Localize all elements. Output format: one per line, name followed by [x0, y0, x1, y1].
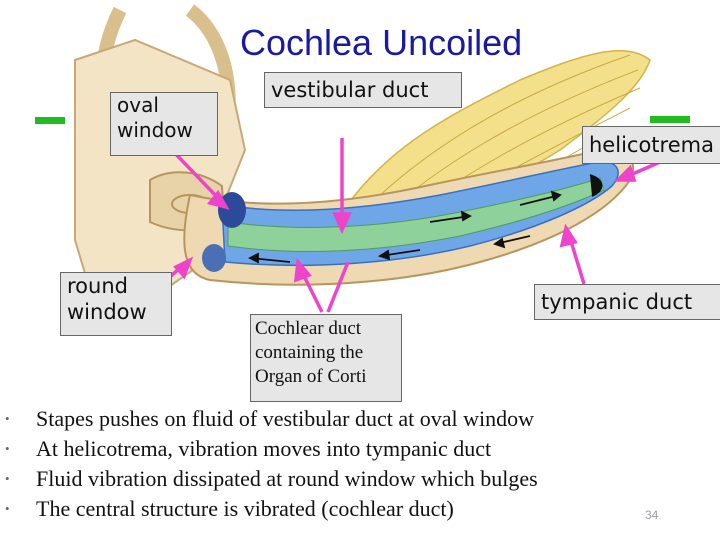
bullet-list: • Stapes pushes on fluid of vestibular d… — [0, 404, 538, 524]
label-vestibular-duct: vestibular duct — [264, 72, 462, 108]
bullet-dot: • — [5, 471, 10, 486]
label-tympanic-duct-text: tympanic duct — [541, 290, 693, 314]
flow-arrows — [247, 174, 603, 264]
oval-window-membrane — [218, 192, 246, 228]
label-cochlear-duct: Cochlear duct containing the Organ of Co… — [250, 314, 402, 402]
label-vestibular-duct-text: vestibular duct — [271, 78, 429, 102]
bullet-dot: • — [5, 501, 10, 516]
label-oval-window: oval window — [110, 92, 218, 156]
label-cochlear-duct-line1: Cochlear duct — [255, 318, 362, 339]
oval-window-arrowhead — [206, 189, 230, 210]
label-tympanic-duct: tympanic duct — [534, 284, 720, 320]
cochlear-duct-arrowhead — [293, 257, 312, 283]
bullet-item: • The central structure is vibrated (coc… — [0, 494, 538, 524]
label-round-window: round window — [60, 272, 172, 336]
label-helicotrema-text: helicotrema — [589, 133, 714, 157]
round-window-arrowhead — [173, 256, 194, 280]
label-cochlear-duct-line3: Organ of Corti — [255, 365, 367, 387]
helicotrema-arrowhead — [613, 164, 637, 182]
label-helicotrema: helicotrema — [582, 126, 720, 164]
round-window-membrane — [202, 244, 226, 272]
label-round-window-line1: round — [67, 274, 128, 298]
bullet-item: • Stapes pushes on fluid of vestibular d… — [0, 404, 538, 434]
bullet-item: • At helicotrema, vibration moves into t… — [0, 434, 538, 464]
green-marker-left — [35, 117, 65, 124]
label-round-window-line2: window — [67, 300, 147, 325]
slide-title: Cochlea Uncoiled — [240, 22, 523, 63]
vestibular-duct-arrowhead — [332, 212, 352, 235]
bullet-text: Fluid vibration dissipated at round wind… — [36, 466, 538, 491]
bullet-text: The central structure is vibrated (cochl… — [36, 496, 454, 521]
green-marker-right — [650, 116, 690, 123]
page-number: 34 — [645, 508, 659, 522]
bullet-text: At helicotrema, vibration moves into tym… — [36, 436, 492, 461]
tympanic-duct-arrowhead — [559, 223, 578, 248]
pointer-arrows — [162, 138, 661, 313]
label-cochlear-duct-line2: containing the — [255, 341, 364, 363]
bullet-dot: • — [5, 441, 10, 456]
label-oval-window-line2: window — [117, 118, 193, 142]
bullet-text: Stapes pushes on fluid of vestibular duc… — [36, 406, 534, 431]
label-oval-window-line1: oval — [117, 93, 159, 117]
bullet-dot: • — [5, 411, 10, 426]
cochlear-duct-tissue — [227, 177, 605, 252]
bullet-item: • Fluid vibration dissipated at round wi… — [0, 464, 538, 494]
